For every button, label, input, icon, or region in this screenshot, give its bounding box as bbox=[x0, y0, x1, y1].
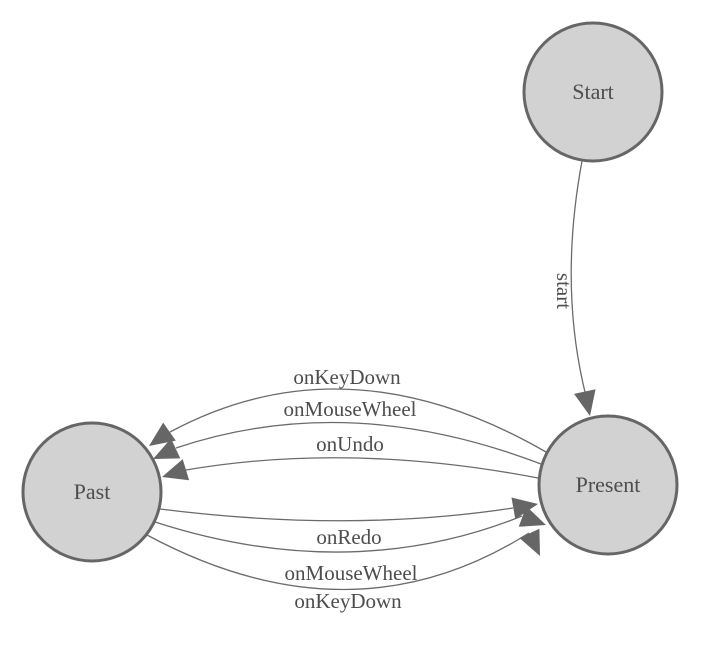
arrowhead bbox=[519, 528, 540, 556]
node-start[interactable]: Start bbox=[522, 21, 664, 163]
edge-line bbox=[159, 507, 514, 522]
edge-label: onRedo bbox=[316, 525, 381, 549]
edge-start-to-present[interactable]: start bbox=[552, 160, 601, 418]
node-circle bbox=[522, 21, 664, 163]
edge-label: onMouseWheel bbox=[284, 397, 417, 421]
edge-present-to-past-onundo[interactable]: onUndo bbox=[159, 432, 539, 488]
edge-past-to-present-onredo[interactable]: onRedo bbox=[159, 493, 540, 549]
node-past[interactable]: Past bbox=[21, 421, 163, 563]
node-circle bbox=[537, 414, 679, 556]
arrowhead bbox=[511, 497, 538, 520]
arrowhead bbox=[518, 506, 546, 527]
edge-line bbox=[154, 515, 523, 553]
node-label: Start bbox=[572, 79, 614, 104]
arrowhead bbox=[149, 422, 176, 446]
edge-past-to-present-onmousewheel[interactable]: onMouseWheel bbox=[154, 506, 550, 585]
arrowhead bbox=[574, 389, 596, 416]
node-label: Present bbox=[576, 472, 641, 497]
node-label: Past bbox=[74, 479, 111, 504]
edge-label: onKeyDown bbox=[293, 365, 401, 389]
edge-line bbox=[169, 388, 547, 453]
edge-label: onMouseWheel bbox=[285, 561, 418, 585]
node-circle bbox=[21, 421, 163, 563]
edge-label: onUndo bbox=[316, 432, 384, 456]
edge-past-to-present-onkeydown[interactable]: onKeyDown bbox=[146, 528, 550, 613]
edge-line bbox=[570, 160, 586, 393]
arrowhead bbox=[162, 459, 190, 481]
edge-line bbox=[185, 457, 539, 479]
edge-line bbox=[146, 532, 530, 591]
edge-label: start bbox=[552, 273, 576, 309]
edge-present-to-past-onkeydown[interactable]: onKeyDown bbox=[143, 365, 547, 455]
arrowhead bbox=[153, 438, 181, 459]
edge-present-to-past-onmousewheel[interactable]: onMouseWheel bbox=[148, 397, 542, 469]
edge-line bbox=[175, 421, 542, 465]
edge-label: onKeyDown bbox=[294, 589, 402, 613]
node-present[interactable]: Present bbox=[537, 414, 679, 556]
